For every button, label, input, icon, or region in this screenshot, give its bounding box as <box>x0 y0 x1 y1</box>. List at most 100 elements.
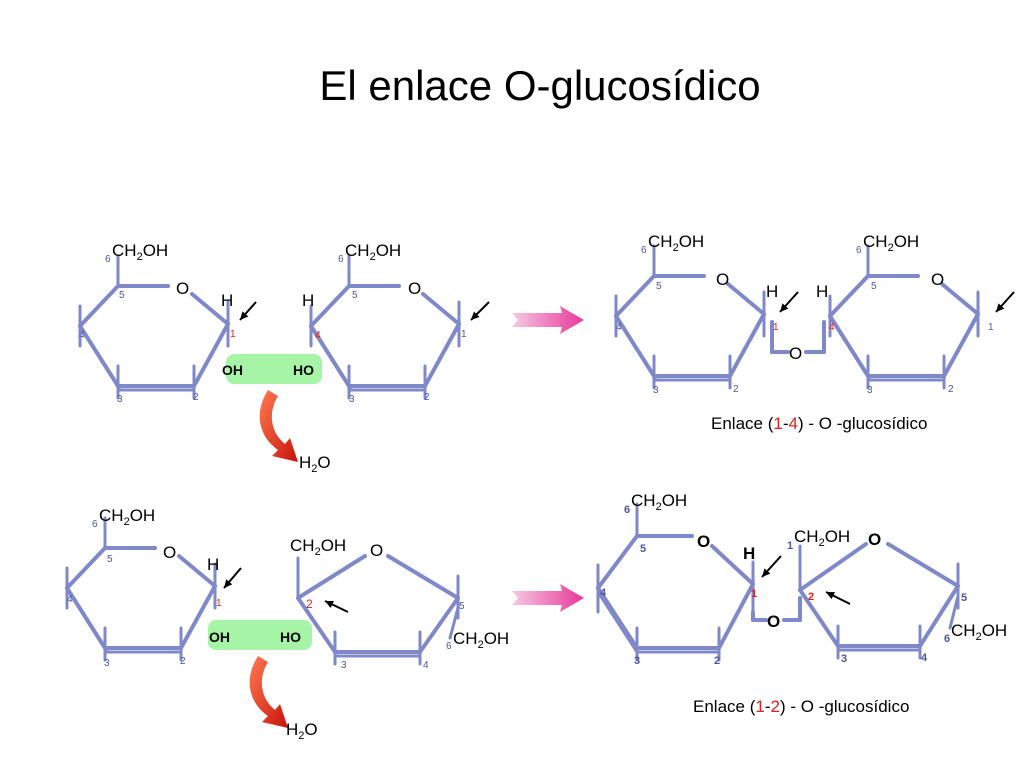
carbon-number-5: 5 <box>656 281 662 292</box>
bond-line <box>80 328 122 392</box>
carbon-number-3: 3 <box>634 655 640 667</box>
carbon-number-2: 2 <box>948 384 954 395</box>
pointer-arrow-head <box>826 592 835 600</box>
glycosidic-oxygen: O <box>767 612 780 631</box>
caption-text: ) - O -glucosídico <box>779 697 910 716</box>
carbon-number-1: 1 <box>216 598 222 609</box>
slide-title: El enlace O-glucosídico <box>319 62 761 109</box>
carbon-number-4: 4 <box>423 660 429 671</box>
caption-dash: - <box>764 697 771 716</box>
carbon-number-6: 6 <box>944 633 950 645</box>
carbon-number-2: 2 <box>424 392 430 403</box>
hydroxyl-label: OH <box>209 629 230 645</box>
bond-line <box>710 544 755 586</box>
carbon-number-6: 6 <box>641 245 647 256</box>
carbon-number-5: 5 <box>961 592 967 604</box>
water-release-arrow <box>249 656 288 728</box>
carbon-number-5: 5 <box>107 554 113 565</box>
carbon-number-6: 6 <box>338 254 344 265</box>
ch2oh-label: CH2OH <box>112 241 168 263</box>
hydrogen-label: H <box>207 555 219 574</box>
carbon-number-2: 2 <box>733 384 739 395</box>
pointer-arrow-head <box>471 311 480 320</box>
carbon-number-3: 3 <box>117 394 123 405</box>
ring-oxygen: O <box>868 530 881 549</box>
carbon-number-1: 1 <box>461 329 467 340</box>
bond-line <box>886 542 960 588</box>
hydrogen-label: H <box>766 282 778 301</box>
carbon-number-5: 5 <box>352 290 358 301</box>
bond-line <box>190 292 230 326</box>
hydroxyl-label: OH <box>222 362 243 378</box>
bond-line <box>798 588 840 648</box>
ch2oh-label: CH2OH <box>99 506 155 528</box>
carbon-number-6: 6 <box>624 504 630 516</box>
carbon-number-2: 2 <box>193 392 199 403</box>
pointer-arrow-head <box>325 600 334 609</box>
carbon-number-2: 2 <box>714 655 720 667</box>
carbon-number-6: 6 <box>92 519 98 530</box>
caption-carbon-b: 4 <box>788 414 798 433</box>
bond-line <box>311 328 353 392</box>
bond-line <box>798 542 868 592</box>
carbon-number-1: 1 <box>230 329 236 340</box>
carbon-number-4: 4 <box>921 652 928 664</box>
bond-line <box>421 292 461 326</box>
condensation-highlight <box>208 620 312 650</box>
carbon-number-4: 4 <box>829 322 835 333</box>
carbon-number-3: 3 <box>104 658 110 669</box>
bond-line <box>717 582 755 650</box>
ch2oh-label: CH2OH <box>648 232 704 254</box>
bond-line <box>596 534 639 590</box>
ch2oh-label: CH2OH <box>345 241 401 263</box>
bond-line <box>192 322 230 388</box>
caption-text: Enlace ( <box>693 697 756 716</box>
carbon-number-5: 5 <box>459 601 465 612</box>
pointer-arrow-head <box>780 303 789 312</box>
carbon-number-2: 2 <box>306 597 313 611</box>
bond-line <box>423 322 461 388</box>
pointer-arrow-head <box>762 568 771 577</box>
hydroxyl-label: HO <box>293 362 314 378</box>
bond-lines <box>65 244 980 666</box>
bond-line <box>386 554 460 600</box>
bond-line <box>78 284 120 328</box>
carbon-number-5: 5 <box>871 281 877 292</box>
bond-line <box>614 274 656 318</box>
bond-line <box>828 274 870 318</box>
ring-oxygen: O <box>716 270 729 289</box>
carbon-number-6: 6 <box>105 254 111 265</box>
caption-carbon-a: 1 <box>755 697 765 716</box>
carbon-number-3: 3 <box>341 660 347 671</box>
caption-enlace-1-2: Enlace (1-2) - O -glucosídico <box>693 697 909 717</box>
water-release-arrow <box>259 390 298 462</box>
carbon-number-3: 3 <box>841 653 847 665</box>
glycosidic-oxygen: O <box>789 344 802 363</box>
caption-enlace-1-4: Enlace (1-4) - O -glucosídico <box>711 414 927 434</box>
hydrogen-label: H <box>221 291 233 310</box>
carbon-number-3: 3 <box>867 385 873 396</box>
carbon-number-4: 4 <box>600 587 607 599</box>
bond-line <box>296 596 337 654</box>
bond-line <box>728 312 766 378</box>
bond-line <box>67 590 109 654</box>
caption-dash: - <box>782 414 789 433</box>
carbon-number-6: 6 <box>856 245 862 256</box>
carbon-number-4: 4 <box>616 322 622 333</box>
bond-line <box>179 584 217 650</box>
water-label: H2O <box>299 453 331 475</box>
hydrogen-label: H <box>302 291 314 310</box>
carbon-number-3: 3 <box>653 385 659 396</box>
pointer-arrow-head <box>224 579 233 588</box>
caption-text: ) - O -glucosídico <box>797 414 928 433</box>
carbon-number-1: 1 <box>988 322 994 333</box>
carbon-number-4: 4 <box>79 330 85 341</box>
carbon-number-5: 5 <box>119 290 125 301</box>
caption-carbon-a: 1 <box>773 414 783 433</box>
ch2oh-label: CH2OH <box>951 621 1007 643</box>
ring-oxygen: O <box>931 270 944 289</box>
pointer-arrow-head <box>240 311 249 320</box>
carbon-number-1: 1 <box>751 588 757 600</box>
